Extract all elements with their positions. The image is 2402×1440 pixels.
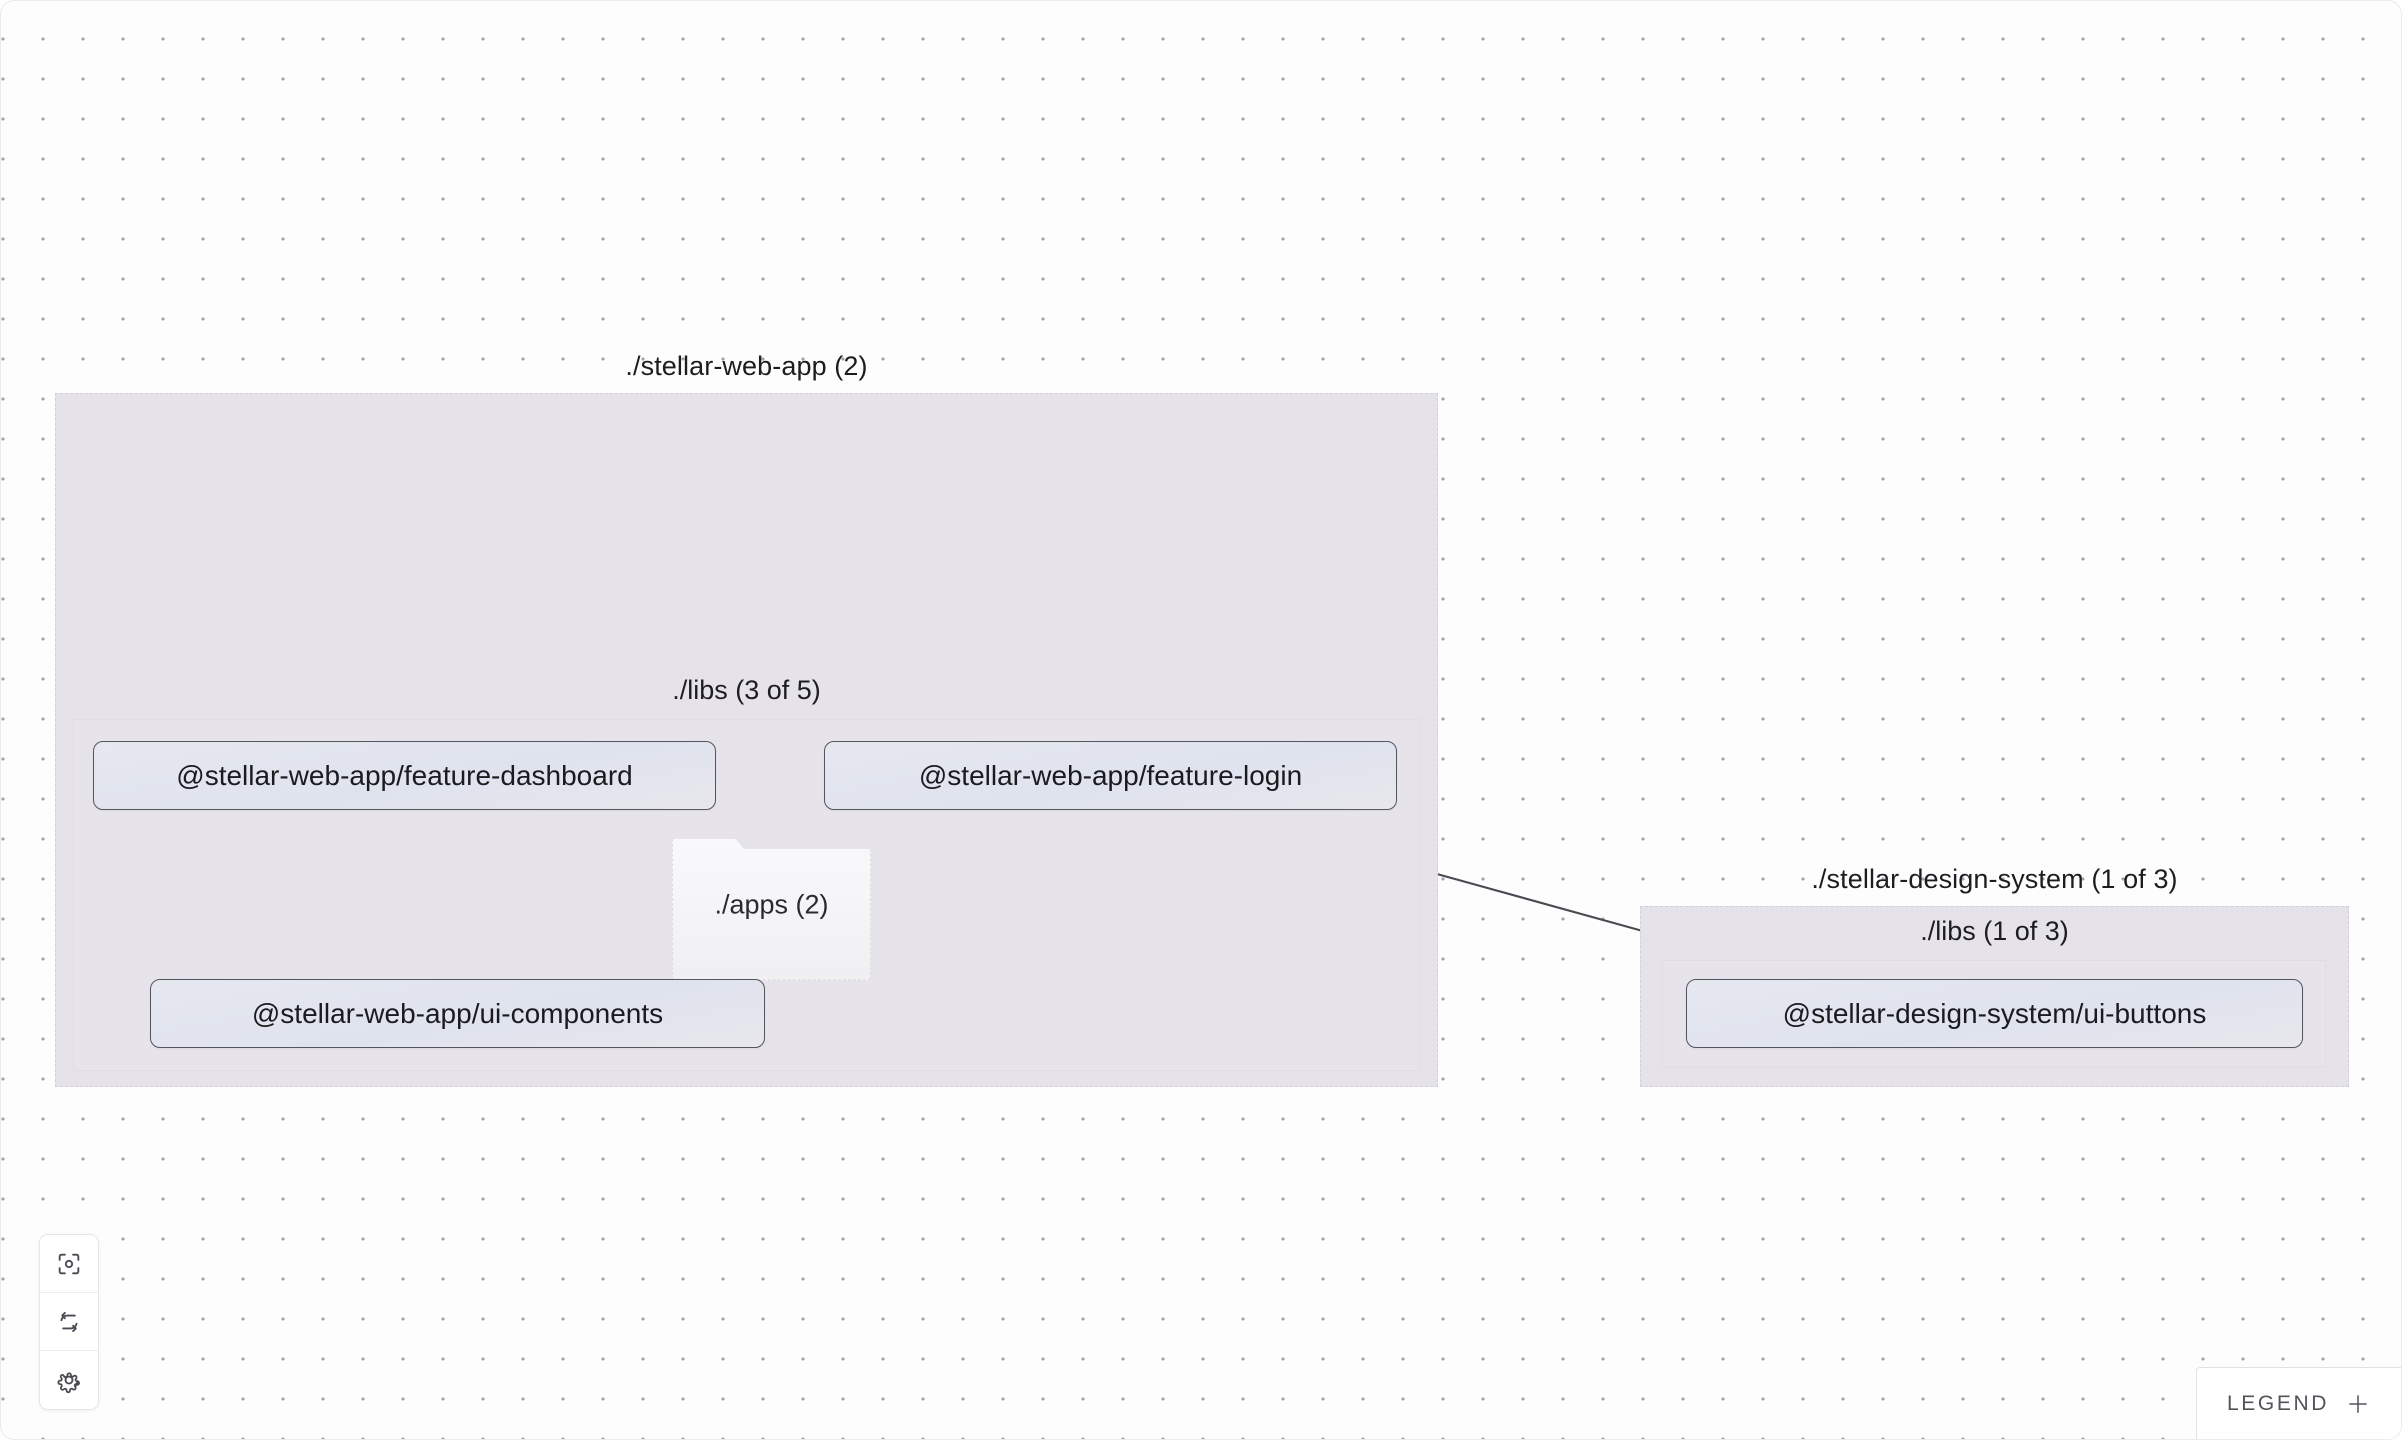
- focus-target-icon: [58, 1253, 80, 1274]
- refresh-sync-icon: [60, 1311, 78, 1332]
- folder-icon: [672, 839, 871, 980]
- lib-node-ui-components[interactable]: @stellar-web-app/ui-components: [150, 979, 765, 1048]
- project-group-stellar-design-system[interactable]: ./stellar-design-system (1 of 3) ./libs …: [1640, 864, 2349, 1087]
- lib-node-feature-dashboard[interactable]: @stellar-web-app/feature-dashboard: [93, 741, 716, 810]
- graph-controls[interactable]: [39, 1234, 99, 1410]
- lib-node-feature-login[interactable]: @stellar-web-app/feature-login: [824, 741, 1397, 810]
- libs-title-stellar-design-system: ./libs (1 of 3): [1920, 916, 2069, 946]
- gear-icon: [57, 1372, 80, 1393]
- libs-title-stellar-web-app: ./libs (3 of 5): [672, 675, 821, 705]
- focus-graph-button[interactable]: [40, 1235, 98, 1293]
- refresh-graph-button[interactable]: [40, 1293, 98, 1351]
- plus-icon: [2349, 1394, 2367, 1413]
- project-title-stellar-web-app: ./stellar-web-app (2): [625, 351, 868, 381]
- legend-panel[interactable]: LEGEND: [2196, 1367, 2401, 1439]
- project-title-stellar-design-system: ./stellar-design-system (1 of 3): [1811, 864, 2178, 894]
- settings-button[interactable]: [40, 1351, 98, 1409]
- folder-node-apps[interactable]: ./apps (2): [672, 829, 871, 980]
- lib-node-ui-buttons[interactable]: @stellar-design-system/ui-buttons: [1686, 979, 2303, 1048]
- legend-label: LEGEND: [2227, 1391, 2329, 1415]
- folder-node-label: ./apps (2): [714, 889, 829, 919]
- project-group-stellar-web-app[interactable]: ./stellar-web-app (2) ./apps (2) ./libs …: [55, 351, 1438, 1087]
